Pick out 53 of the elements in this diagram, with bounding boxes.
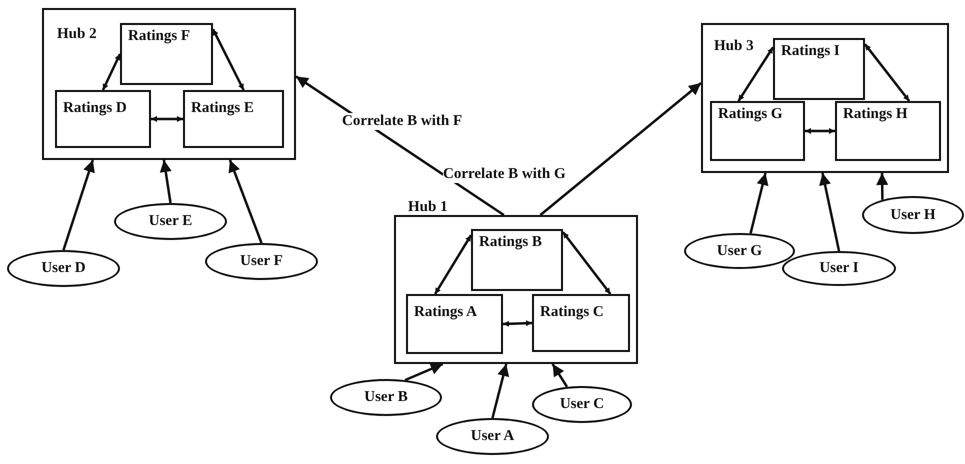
node-label: Ratings I xyxy=(781,43,841,60)
ratings-box xyxy=(120,23,213,85)
hub-label: Hub 1 xyxy=(408,199,449,216)
edge-label: Correlate B with G xyxy=(443,166,566,183)
arrow xyxy=(404,362,444,382)
arrow xyxy=(552,363,568,388)
double-arrow xyxy=(151,116,183,122)
node-label: Ratings H xyxy=(843,106,909,123)
double-arrow xyxy=(864,43,910,102)
node-label: User H xyxy=(890,206,936,224)
double-arrow xyxy=(502,320,532,327)
node-label: Ratings E xyxy=(191,100,255,117)
node-label: Ratings G xyxy=(718,106,784,123)
ratings-box xyxy=(835,101,941,161)
node-label: User F xyxy=(240,253,283,270)
double-arrow xyxy=(562,231,612,295)
double-arrow xyxy=(102,53,122,91)
node-label: User C xyxy=(560,396,604,413)
hub-label: Hub 3 xyxy=(714,38,754,55)
node-label: Ratings F xyxy=(128,28,192,45)
hub-frame xyxy=(42,8,296,160)
node-label: Ratings D xyxy=(63,100,128,117)
double-arrow xyxy=(805,128,835,134)
node-label: User A xyxy=(470,428,514,445)
double-arrow xyxy=(212,28,245,91)
node-label: User B xyxy=(364,389,408,406)
ratings-box xyxy=(773,38,865,100)
arrow xyxy=(876,172,888,200)
ratings-box xyxy=(406,294,503,354)
double-arrow xyxy=(434,234,472,295)
node-label: User G xyxy=(716,242,762,260)
arrow xyxy=(62,160,95,250)
ratings-box xyxy=(55,90,151,148)
node-label: User E xyxy=(148,213,192,230)
node-label: User D xyxy=(41,260,86,277)
hub-frame xyxy=(701,23,949,173)
node-label: User I xyxy=(819,260,859,277)
arrow xyxy=(160,160,172,204)
arrow xyxy=(491,364,510,418)
arrow xyxy=(228,160,263,244)
node-label: Ratings C xyxy=(540,304,605,321)
double-arrow xyxy=(737,46,774,102)
ratings-box xyxy=(471,229,563,291)
arrow xyxy=(540,82,702,216)
ratings-box xyxy=(710,101,805,161)
arrow xyxy=(749,172,768,234)
arrow xyxy=(819,172,840,252)
node-label: Ratings A xyxy=(414,304,478,321)
hub-label: Hub 2 xyxy=(57,26,98,43)
ratings-box xyxy=(183,90,284,148)
edge-label: Correlate B with F xyxy=(342,113,462,130)
ratings-box xyxy=(532,294,630,352)
node-label: Ratings B xyxy=(479,234,543,251)
